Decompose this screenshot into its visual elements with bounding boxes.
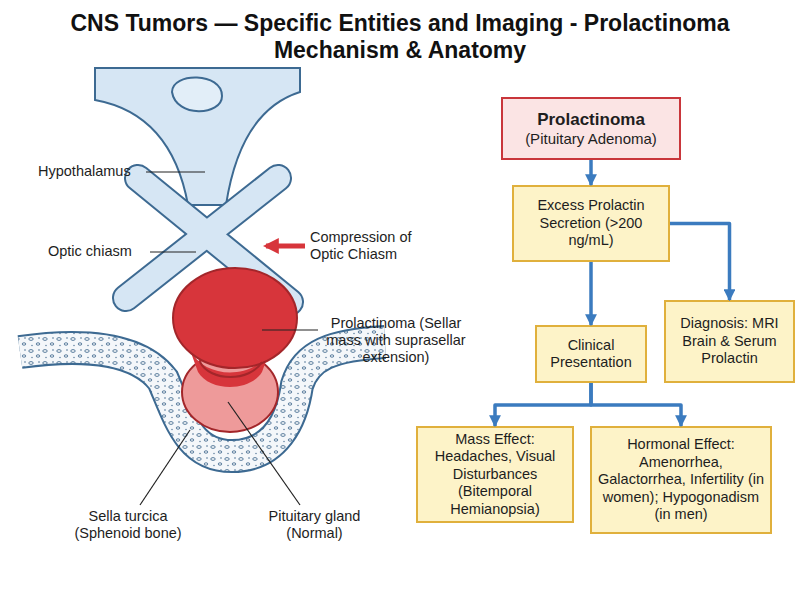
- part-label: Pituitary gland (Normal): [252, 508, 377, 542]
- leader-lines: [140, 172, 318, 505]
- prolactinoma-shape: [173, 268, 297, 387]
- flow-arrow: [591, 383, 681, 426]
- box-text: Diagnosis: MRI Brain & Serum Prolactin: [672, 315, 787, 367]
- flow-arrow: [589, 160, 593, 185]
- part-label: Hypothalamus: [38, 163, 148, 180]
- effect-box: Mass Effect: Headaches, Visual Disturban…: [416, 426, 574, 523]
- flow-arrow: [670, 224, 730, 301]
- part-label: Prolactinoma (Sellar mass with suprasell…: [316, 315, 476, 366]
- part-label: Sella turcica (Sphenoid bone): [58, 508, 198, 542]
- box-text: Mass Effect: Headaches, Visual Disturban…: [424, 431, 566, 518]
- compression-arrow: [266, 244, 305, 249]
- process-box: Excess Prolactin Secretion (>200 ng/mL): [512, 185, 670, 262]
- tumor-box: Prolactinoma(Pituitary Adenoma): [501, 97, 681, 160]
- part-label: Compression of Optic Chiasm: [310, 229, 445, 263]
- flow-arrow: [495, 383, 591, 426]
- process-box: Clinical Presentation: [535, 325, 647, 383]
- part-label: Optic chiasm: [48, 243, 152, 260]
- box-text: Prolactinoma: [537, 110, 645, 130]
- diagram-title: CNS Tumors — Specific Entities and Imagi…: [5, 10, 795, 64]
- effect-box: Hormonal Effect: Amenorrhea, Galactorrhe…: [590, 426, 772, 534]
- box-text: Hormonal Effect: Amenorrhea, Galactorrhe…: [598, 436, 764, 523]
- flow-arrow: [589, 262, 593, 325]
- box-subtext: (Pituitary Adenoma): [525, 130, 657, 148]
- box-text: Clinical Presentation: [543, 337, 639, 372]
- box-text: Excess Prolactin Secretion (>200 ng/mL): [520, 197, 662, 249]
- diagnosis-box: Diagnosis: MRI Brain & Serum Prolactin: [664, 300, 795, 383]
